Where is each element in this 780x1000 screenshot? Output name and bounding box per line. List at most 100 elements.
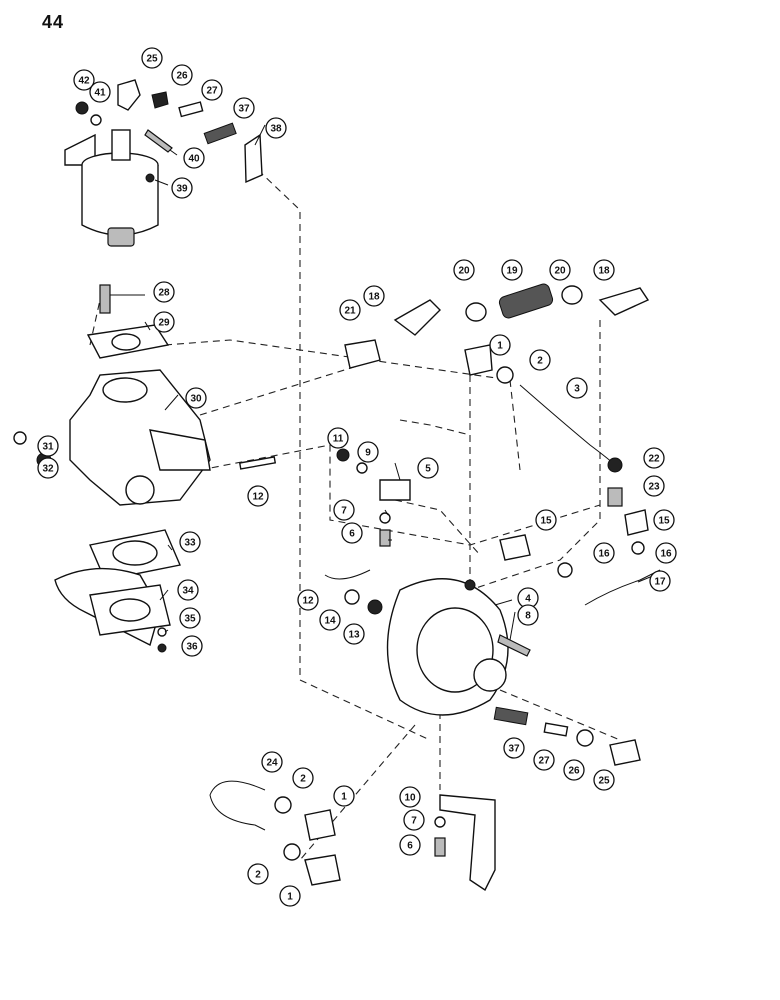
callout-29: 29: [153, 311, 175, 333]
callout-number: 33: [184, 538, 196, 549]
callout-circle: [179, 607, 201, 629]
callout-circle: [333, 785, 355, 807]
washer-35: [157, 627, 167, 637]
callout-circle: [153, 311, 175, 333]
clamp-20-left: [465, 302, 487, 322]
fitting-16-right: [631, 541, 645, 555]
fitting-16-left: [557, 562, 573, 578]
callout-circle: [179, 531, 201, 553]
callout-circle: [649, 570, 671, 592]
callout-number: 14: [324, 616, 336, 627]
nut-11: [336, 448, 350, 462]
elbow-18-left: [393, 299, 441, 336]
callout-40: 40: [183, 147, 205, 169]
callout-circle: [643, 475, 665, 497]
callout-number: 16: [598, 549, 610, 560]
callout-circle: [265, 117, 287, 139]
manifold-assembly: [54, 529, 181, 653]
callout-23: 23: [643, 475, 665, 497]
callout-8: 8: [517, 604, 539, 626]
callout-31: 31: [37, 435, 59, 457]
callout-34: 34: [177, 579, 199, 601]
callout-circle: [233, 97, 255, 119]
callout-26: 26: [563, 759, 585, 781]
elbow-15-right: [624, 509, 649, 536]
hose-fittings: [344, 283, 650, 369]
callout-19: 19: [501, 259, 523, 281]
bracket-10: [439, 794, 496, 892]
elbow-15-left: [499, 534, 531, 561]
callout-number: 2: [300, 774, 306, 785]
fitting-13: [367, 599, 383, 615]
callout-15: 15: [535, 509, 557, 531]
callout-15: 15: [653, 509, 675, 531]
callout-number: 27: [206, 86, 218, 97]
callout-number: 39: [176, 184, 188, 195]
fitting-23: [607, 487, 623, 507]
callout-number: 5: [425, 464, 431, 475]
callout-circle: [535, 509, 557, 531]
bolt-6-bottom: [434, 837, 446, 857]
callout-39: 39: [171, 177, 193, 199]
callout-25: 25: [593, 769, 615, 791]
filter-inlet-boss: [111, 129, 131, 161]
callout-number: 38: [270, 124, 282, 135]
washer-31: [13, 431, 27, 445]
callout-number: 2: [537, 356, 543, 367]
callout-number: 9: [365, 448, 371, 459]
callout-28: 28: [153, 281, 175, 303]
callout-42: 42: [73, 69, 95, 91]
callout-24: 24: [261, 751, 283, 773]
callout-circle: [363, 285, 385, 307]
callout-number: 32: [42, 464, 54, 475]
callout-number: 11: [333, 434, 344, 445]
nut-42: [75, 101, 89, 115]
callout-18: 18: [593, 259, 615, 281]
callout-number: 1: [287, 892, 293, 903]
callout-number: 29: [158, 318, 170, 329]
callout-9: 9: [357, 441, 379, 463]
callout-number: 18: [598, 266, 610, 277]
callout-number: 18: [368, 292, 380, 303]
tube-27-lower: [543, 722, 569, 737]
screw-36: [157, 643, 167, 653]
callout-18: 18: [363, 285, 385, 307]
callout-number: 28: [158, 288, 170, 299]
connector-2-top: [496, 366, 514, 384]
callout-number: 22: [648, 454, 660, 465]
hose-24: [209, 780, 266, 831]
elbow-25-lower: [609, 739, 641, 766]
callout-number: 20: [554, 266, 566, 277]
callout-circle: [279, 885, 301, 907]
callout-circle: [503, 737, 525, 759]
callout-number: 12: [252, 492, 264, 503]
clip-38: [244, 133, 263, 184]
nut-26-lower: [576, 729, 594, 747]
callout-12: 12: [297, 589, 319, 611]
callout-number: 30: [190, 394, 202, 405]
callout-number: 3: [574, 384, 580, 395]
callout-number: 15: [658, 516, 670, 527]
callout-circle: [489, 334, 511, 356]
callout-circle: [453, 259, 475, 281]
callout-circle: [529, 349, 551, 371]
clamp-20-right: [561, 285, 583, 305]
callout-3: 3: [566, 377, 588, 399]
callout-number: 12: [302, 596, 314, 607]
hose-17: [584, 569, 661, 606]
nut-26: [151, 91, 169, 109]
callout-number: 1: [341, 792, 347, 803]
callout-number: 7: [411, 816, 417, 827]
elbow-1-top: [464, 344, 493, 376]
bolt-40: [144, 129, 173, 153]
connector-2-low: [283, 843, 301, 861]
callout-number: 37: [238, 104, 250, 115]
callout-16: 16: [655, 542, 677, 564]
callout-11: 11: [327, 427, 349, 449]
callout-25: 25: [141, 47, 163, 69]
callout-circle: [593, 542, 615, 564]
callout-10: 10: [399, 786, 421, 808]
callout-32: 32: [37, 457, 59, 479]
bolt-8: [497, 634, 531, 657]
